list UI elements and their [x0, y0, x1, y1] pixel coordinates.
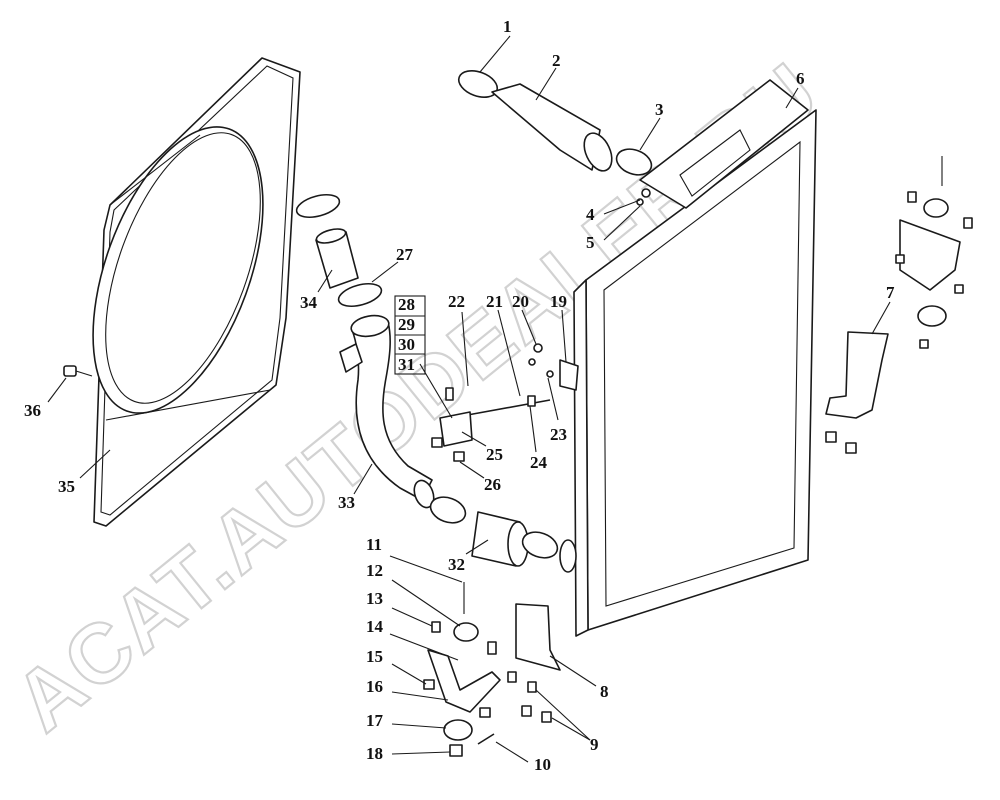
elbow-pipe-33-part — [339, 314, 435, 509]
callout-26: 26 — [484, 475, 501, 494]
callout-12: 12 — [366, 561, 383, 580]
callout-17: 17 — [366, 711, 384, 730]
callout-18: 18 — [366, 744, 383, 763]
callout-14: 14 — [366, 617, 384, 636]
callout-33: 33 — [338, 493, 355, 512]
fitting-4-5-part — [636, 188, 651, 206]
callout-13: 13 — [366, 589, 383, 608]
stay-rod-21-part — [431, 343, 579, 462]
callout-11: 11 — [366, 535, 382, 554]
leader-lines — [47, 35, 891, 763]
callout-7: 7 — [886, 283, 895, 302]
callout-25: 25 — [486, 445, 503, 464]
callout-20: 20 — [512, 292, 529, 311]
bolt-36-part — [63, 365, 93, 377]
callout-8: 8 — [600, 682, 609, 701]
callout-2: 2 — [552, 51, 561, 70]
callout-5: 5 — [586, 233, 595, 252]
hose-34-part — [295, 193, 383, 308]
callout-19: 19 — [550, 292, 567, 311]
callout-36: 36 — [24, 401, 41, 420]
radiator-6-part — [559, 79, 817, 637]
callout-6: 6 — [796, 69, 805, 88]
callout-30: 30 — [398, 335, 415, 354]
callout-labels: 1 2 3 4 5 6 7 8 9 10 11 12 13 14 15 16 1… — [24, 17, 895, 774]
callout-31: 31 — [398, 355, 415, 374]
upper-hose-2-part — [457, 70, 653, 176]
callout-23: 23 — [550, 425, 567, 444]
callout-3: 3 — [655, 100, 664, 119]
callout-29: 29 — [398, 315, 415, 334]
callout-4: 4 — [586, 205, 595, 224]
callout-34: 34 — [300, 293, 318, 312]
callout-1: 1 — [503, 17, 512, 36]
callout-35: 35 — [58, 477, 75, 496]
lower-hose-32-part — [429, 496, 559, 567]
callout-32: 32 — [448, 555, 465, 574]
callout-9: 9 — [590, 735, 599, 754]
callout-15: 15 — [366, 647, 383, 666]
callout-24: 24 — [530, 453, 548, 472]
callout-16: 16 — [366, 677, 383, 696]
callout-10: 10 — [534, 755, 551, 774]
callout-28: 28 — [398, 295, 415, 314]
callout-box-28-31 — [394, 295, 426, 375]
callout-21: 21 — [486, 292, 503, 311]
callout-22: 22 — [448, 292, 465, 311]
fan-shroud-part — [92, 57, 301, 527]
lower-mounts-part — [423, 582, 561, 757]
callout-27: 27 — [396, 245, 414, 264]
bracket-7-part — [825, 156, 973, 454]
